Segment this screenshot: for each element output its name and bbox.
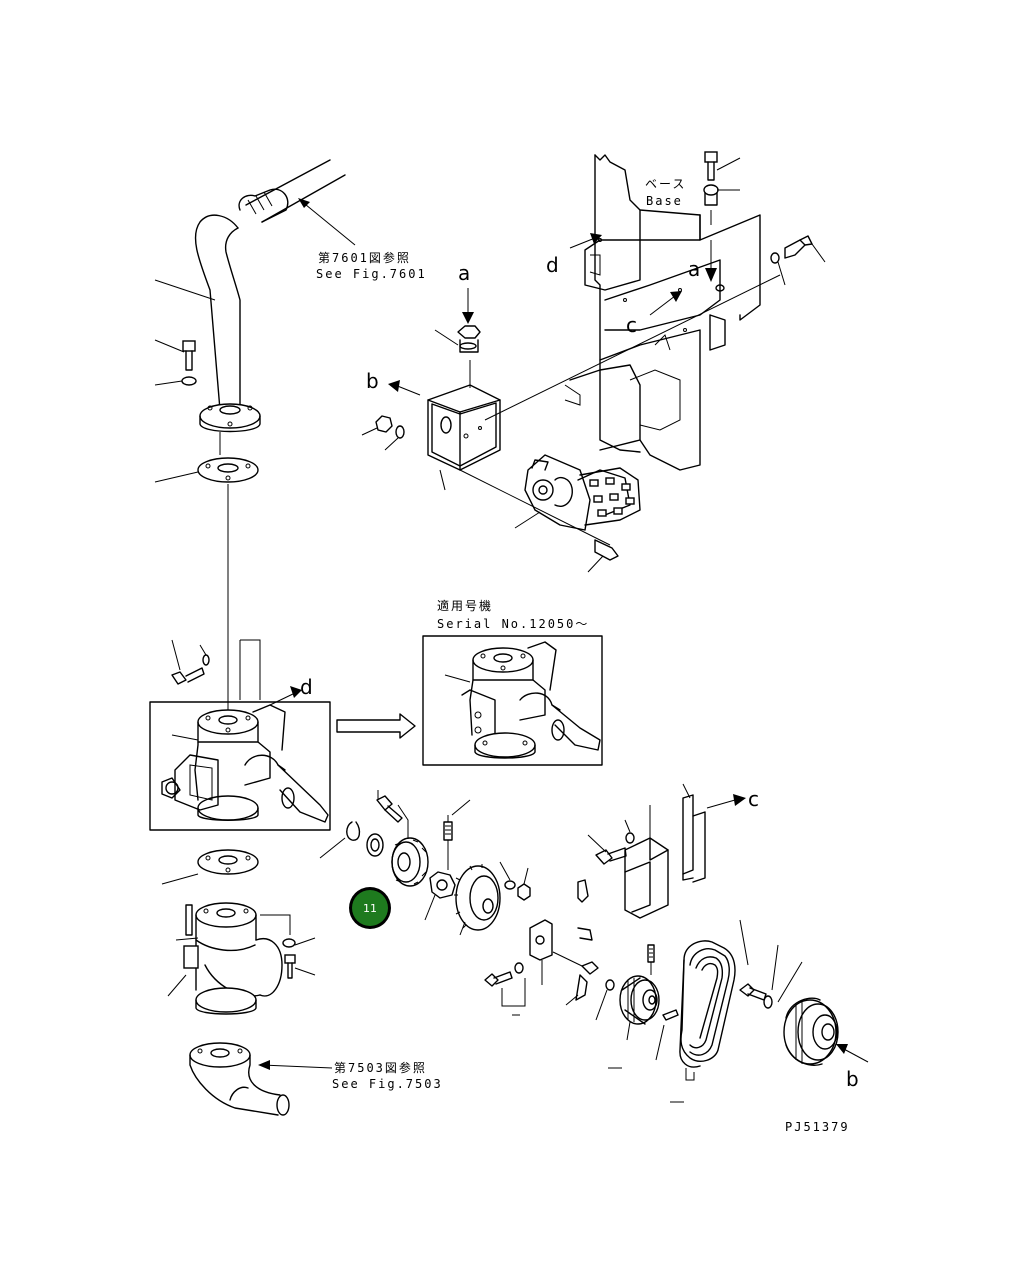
- letter-d-lower: d: [300, 675, 313, 699]
- letter-c-upper: c: [626, 313, 637, 337]
- serial-label-jp: 適用号機: [437, 598, 493, 613]
- hotspot-circle[interactable]: [352, 890, 388, 926]
- letter-b-lower: b: [846, 1067, 859, 1091]
- fig7601-ref-en: See Fig.7601: [316, 267, 427, 281]
- letter-d-upper: d: [546, 253, 559, 277]
- direction-arrow: [336, 713, 416, 739]
- upper-pipe: [154, 159, 356, 710]
- base-label-en: Base: [646, 194, 683, 208]
- lower-valve-assembly: [161, 849, 333, 1116]
- base-label-jp: ベース: [645, 177, 686, 191]
- part-hotspot-11[interactable]: 11: [349, 887, 391, 929]
- main-valve-box: [149, 639, 331, 831]
- serial-label-en: Serial No.12050～: [437, 617, 589, 631]
- letter-a-top: a: [458, 261, 470, 285]
- fig7601-ref-jp: 第7601図参照: [318, 250, 411, 265]
- drawing-number: PJ51379: [785, 1120, 850, 1134]
- letter-c-lower: c: [748, 787, 759, 811]
- serial-inset-box: [422, 635, 603, 766]
- gear-pump: [514, 454, 641, 573]
- fig7503-ref-en: See Fig.7503: [332, 1077, 443, 1091]
- small-parts: [319, 790, 599, 1016]
- base-frame: [484, 151, 826, 471]
- support-bracket: [361, 288, 611, 546]
- fig7503-ref-jp: 第7503図参照: [334, 1060, 427, 1075]
- right-brackets: [587, 783, 746, 919]
- letter-b-upper: b: [366, 369, 379, 393]
- hotspot-label[interactable]: 11: [363, 902, 377, 915]
- pulley-assembly: [595, 919, 869, 1103]
- letter-a-right: a: [688, 257, 700, 281]
